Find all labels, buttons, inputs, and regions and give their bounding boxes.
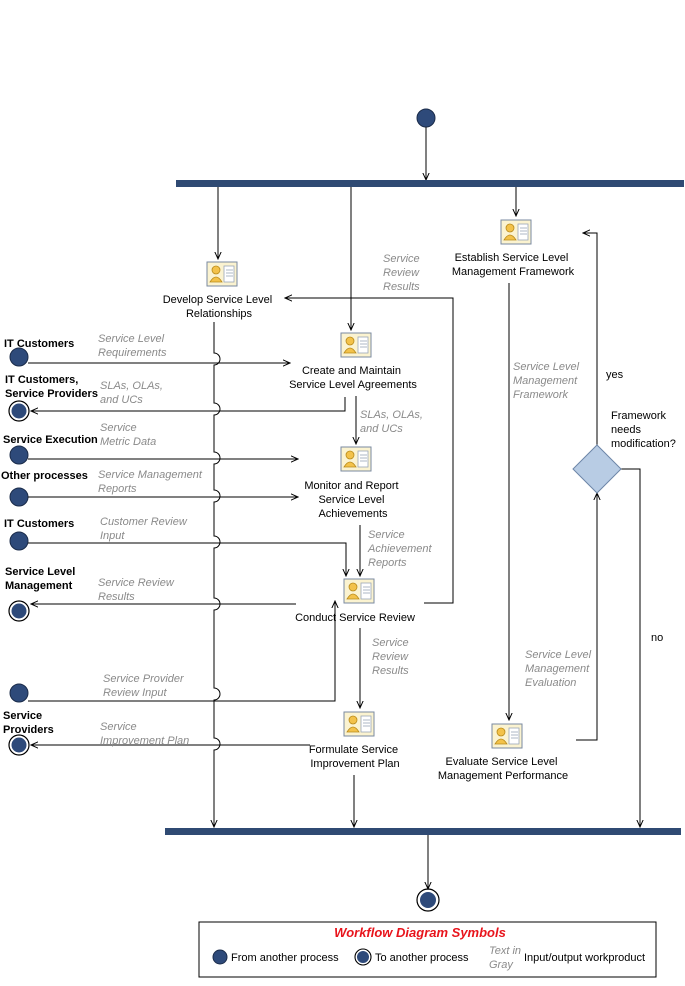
source-label-it-customers-providers: IT Customers, Service Providers xyxy=(5,374,98,400)
evaluate-activity-label: Evaluate Service Level Management Perfor… xyxy=(438,756,568,782)
formulate-activity-icon xyxy=(343,711,375,737)
source-label-other-processes: Other processes xyxy=(1,470,88,482)
wp-provider-review-input: Service Provider Review Input xyxy=(103,673,187,699)
decision-no-label: no xyxy=(651,632,663,644)
wp-slm-evaluation: Service Level Management Evaluation xyxy=(525,649,594,689)
start-node xyxy=(416,108,436,128)
wp-slas-mid: SLAs, OLAs, and UCs xyxy=(360,409,426,435)
source-label-slm: Service Level Management xyxy=(5,566,78,592)
legend-io-label: Input/output workproduct xyxy=(524,952,645,964)
source-node-other-processes xyxy=(9,487,29,507)
decision-diamond xyxy=(572,444,622,494)
wp-metric-data: Service Metric Data xyxy=(100,422,156,448)
target-node-it-customers-providers xyxy=(8,400,30,422)
source-node-it-customers-2 xyxy=(9,531,29,551)
formulate-activity-label: Formulate Service Improvement Plan xyxy=(309,744,401,770)
wp-improvement-plan: Service Improvement Plan xyxy=(100,721,189,747)
wp-sl-requirements: Service Level Requirements xyxy=(98,333,167,359)
legend-title: Workflow Diagram Symbols xyxy=(334,925,506,940)
source-node-service-providers xyxy=(9,683,29,703)
source-node-service-execution xyxy=(9,445,29,465)
source-label-it-customers-2: IT Customers xyxy=(4,518,74,530)
develop-activity-label: Develop Service Level Relationships xyxy=(163,294,276,320)
wp-review-results-mid: Service Review Results xyxy=(372,637,412,677)
wp-slm-framework: Service Level Management Framework xyxy=(513,361,582,401)
wp-review-results-top: Service Review Results xyxy=(383,253,423,293)
legend-from-label: From another process xyxy=(231,952,339,964)
establish-activity-label: Establish Service Level Management Frame… xyxy=(452,252,575,278)
join-bar xyxy=(165,828,681,835)
monitor-activity-icon xyxy=(340,446,372,472)
wp-customer-review-input: Customer Review Input xyxy=(100,516,190,542)
develop-activity-icon xyxy=(206,261,238,287)
decision-question: Framework needs modification? xyxy=(611,410,676,450)
wp-mgmt-reports: Service Management Reports xyxy=(98,469,205,495)
wp-review-results-left: Service Review Results xyxy=(98,577,177,603)
legend: Workflow Diagram Symbols From another pr… xyxy=(198,921,657,978)
legend-to-label: To another process xyxy=(375,952,469,964)
legend-to-node-icon xyxy=(354,948,372,966)
decision-yes-label: yes xyxy=(606,369,624,381)
source-label-service-providers: Service Providers xyxy=(3,710,54,736)
end-node xyxy=(416,888,440,912)
source-label-service-execution: Service Execution xyxy=(3,434,98,446)
source-label-it-customers-1: IT Customers xyxy=(4,338,74,350)
conduct-activity-icon xyxy=(343,578,375,604)
establish-activity-icon xyxy=(500,219,532,245)
create-activity-label: Create and Maintain Service Level Agreem… xyxy=(289,365,417,391)
target-node-service-providers xyxy=(8,734,30,756)
wp-slas-left: SLAs, OLAs, and UCs xyxy=(100,380,166,406)
source-node-it-customers-1 xyxy=(9,347,29,367)
legend-gray-sample: Text in Gray xyxy=(489,945,524,971)
legend-from-node-icon xyxy=(212,949,228,965)
evaluate-activity-icon xyxy=(491,723,523,749)
fork-bar xyxy=(176,180,684,187)
monitor-activity-label: Monitor and Report Service Level Achieve… xyxy=(304,480,401,520)
create-activity-icon xyxy=(340,332,372,358)
target-node-slm xyxy=(8,600,30,622)
conduct-activity-label: Conduct Service Review xyxy=(295,612,415,624)
wp-achievement-reports: Service Achievement Reports xyxy=(367,529,435,569)
